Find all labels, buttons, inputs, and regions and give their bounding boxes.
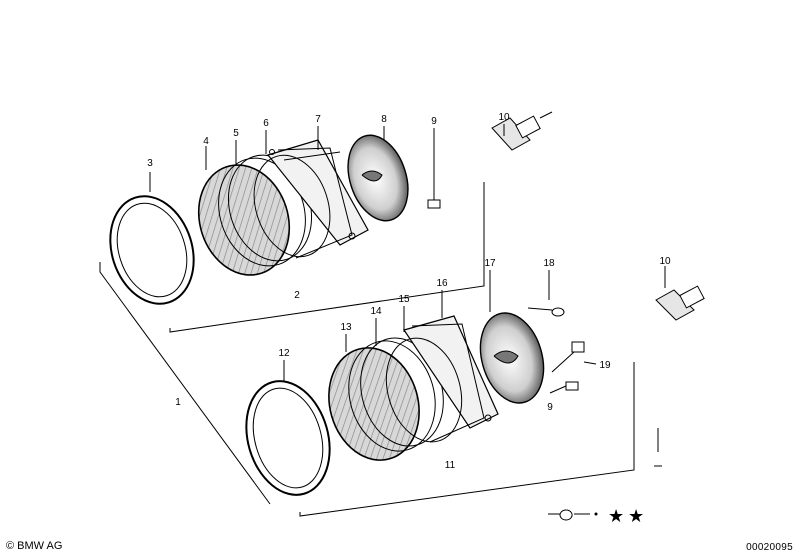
copyright-label: © BMW AG — [6, 540, 63, 552]
callout-3: 3 — [147, 158, 153, 169]
star-icon-2: ★ — [628, 506, 644, 527]
callout-10-lower: 10 — [659, 256, 671, 267]
headlight-housing-16 — [385, 315, 499, 443]
leader-lines — [149, 124, 597, 382]
legend-symbols: ★ ★ — [548, 506, 644, 527]
callout-13: 13 — [340, 322, 352, 333]
callout-15: 15 — [398, 294, 410, 305]
legend-dot-icon — [594, 512, 598, 516]
callout-17: 17 — [484, 258, 496, 269]
callout-1: 1 — [175, 397, 181, 408]
assembly-bracket-11 — [299, 362, 635, 517]
bulb-holder-9-lower — [549, 381, 579, 394]
reflector-17 — [479, 312, 545, 404]
callout-4: 4 — [203, 136, 209, 147]
h4-bulb-10-lower — [655, 266, 705, 321]
catalog-number: 00020095 — [746, 542, 793, 553]
callout-5: 5 — [233, 128, 239, 139]
h4-bulb-10-upper — [491, 111, 553, 151]
headlight-housing-7 — [253, 139, 369, 259]
star-icon-1: ★ — [608, 506, 624, 527]
assembly-bracket-2 — [169, 182, 485, 333]
callout-14: 14 — [370, 306, 382, 317]
headlight-lens-4 — [197, 164, 291, 276]
reflector-8 — [347, 134, 409, 222]
callout-11: 11 — [445, 460, 456, 471]
headlight-lens-13 — [328, 347, 420, 461]
callout-12: 12 — [278, 348, 290, 359]
callout-7: 7 — [315, 114, 321, 125]
callout-2: 2 — [294, 290, 300, 301]
bulb-holder-9-upper — [427, 128, 441, 209]
callout-10-upper: 10 — [498, 112, 510, 123]
callout-9-upper: 9 — [431, 116, 437, 127]
callout-19: 19 — [599, 360, 611, 371]
callout-9-lower: 9 — [547, 402, 553, 413]
callout-8: 8 — [381, 114, 387, 125]
trim-ring-12 — [245, 380, 331, 496]
connector-18 — [527, 270, 565, 317]
callout-6: 6 — [263, 118, 269, 129]
assembly-bracket-1 — [99, 262, 271, 505]
callout-18: 18 — [543, 258, 555, 269]
bulb-socket-19 — [551, 341, 585, 373]
callout-16: 16 — [436, 278, 448, 289]
trim-ring-3 — [109, 195, 195, 305]
